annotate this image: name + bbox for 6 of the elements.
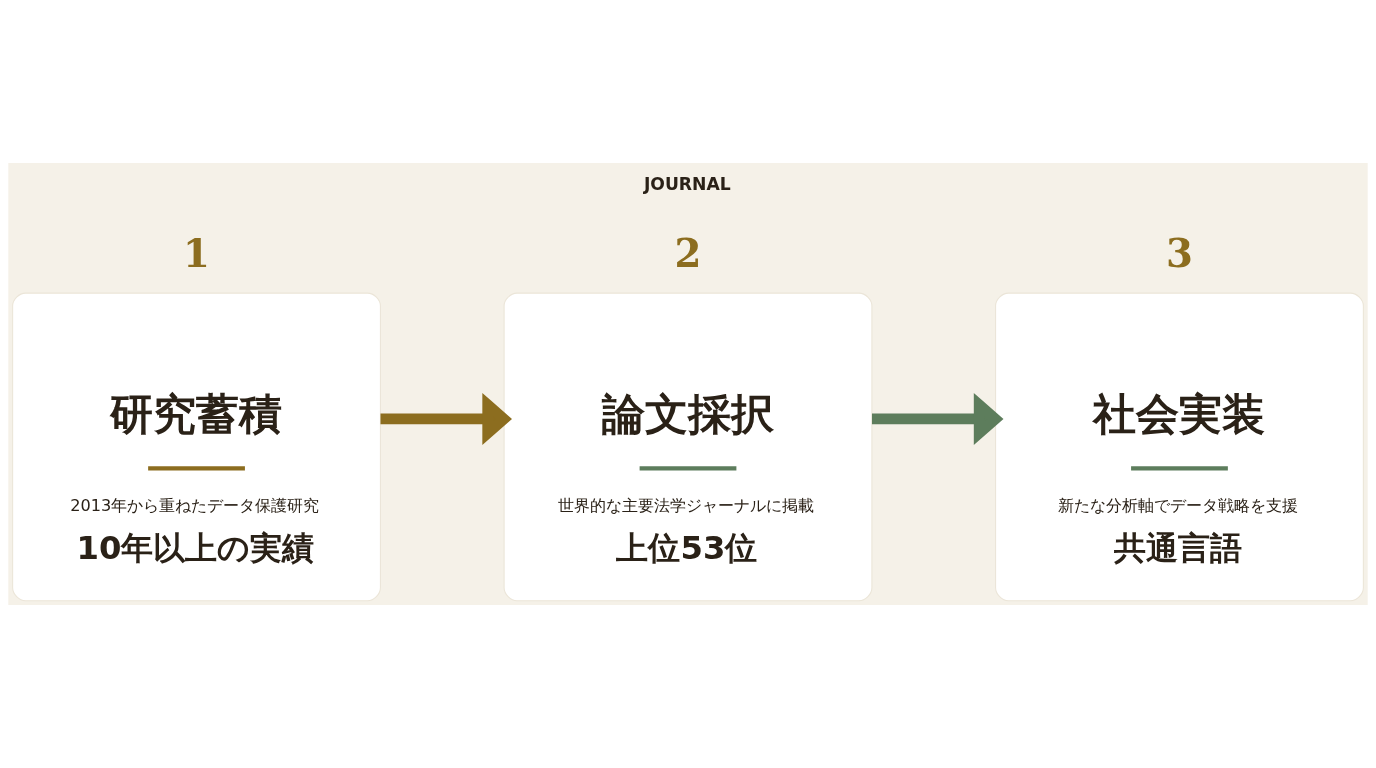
label: JOURNAL: [643, 173, 731, 194]
arrow: [380, 393, 512, 445]
arrow: [871, 393, 1004, 445]
node-label: 3: [1166, 231, 1193, 277]
node-label: 1: [183, 231, 211, 277]
node-label: 2: [674, 231, 702, 277]
